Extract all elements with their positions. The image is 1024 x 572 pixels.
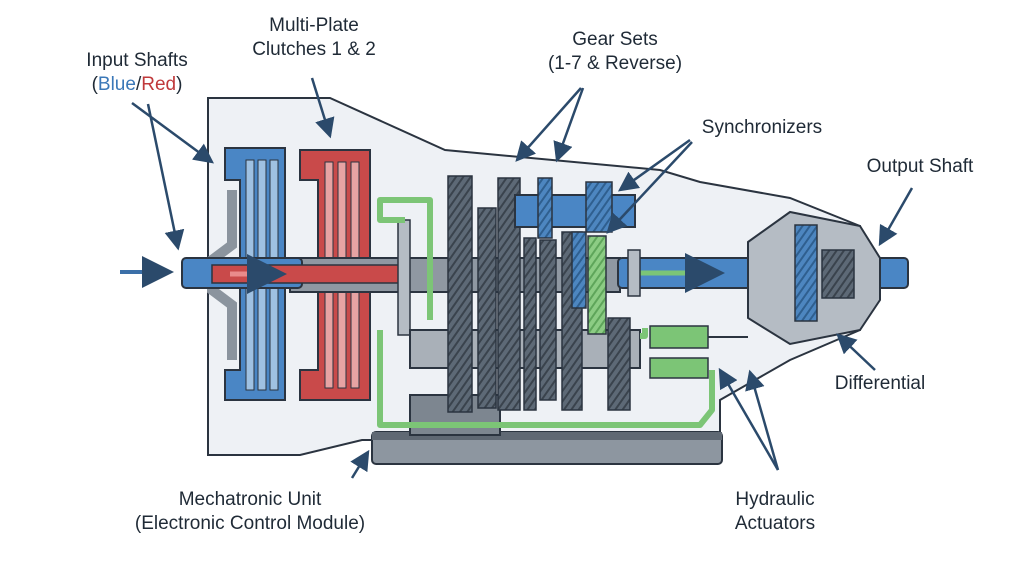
differential-assembly (747, 210, 881, 346)
hydraulic-lines (377, 197, 715, 428)
label-actuators-line1: Hydraulic (735, 489, 815, 510)
label-input-shafts: Input Shafts (Blue/Red) (42, 49, 232, 97)
label-gear-sets: Gear Sets (1-7 & Reverse) (520, 28, 710, 76)
synchronizer (587, 235, 607, 335)
label-actuators: Hydraulic Actuators (700, 488, 850, 536)
paren-close: ) (176, 74, 183, 95)
label-clutches: Multi-Plate Clutches 1 & 2 (224, 14, 404, 62)
label-red: Red (141, 74, 177, 95)
label-clutches-line2: Clutches 1 & 2 (252, 39, 376, 60)
label-differential: Differential (834, 373, 926, 394)
paren-open: ( (91, 74, 98, 95)
gear-sets (447, 175, 631, 413)
upper-gear-cluster (514, 177, 636, 239)
label-synchronizers: Synchronizers (701, 117, 823, 138)
label-mechatronic-line1: Mechatronic Unit (178, 489, 322, 510)
label-input-shafts-line2: (Blue/Red) (42, 73, 232, 97)
hydraulic-actuator-upper (649, 325, 709, 349)
label-clutches-line1: Multi-Plate (269, 15, 359, 36)
label-actuators-line2: Actuators (734, 513, 816, 534)
label-slash: / (135, 74, 142, 95)
label-mechatronic-line2: (Electronic Control Module) (134, 513, 366, 534)
label-gear-sets-line1: Gear Sets (572, 29, 658, 50)
label-gear-sets-line2: (1-7 & Reverse) (547, 53, 683, 74)
label-blue: Blue (97, 74, 136, 95)
label-output-shaft: Output Shaft (866, 156, 974, 177)
label-mechatronic: Mechatronic Unit (Electronic Control Mod… (110, 488, 390, 536)
label-input-shafts-line1: Input Shafts (86, 50, 188, 71)
hydraulic-actuator-lower (649, 357, 709, 379)
